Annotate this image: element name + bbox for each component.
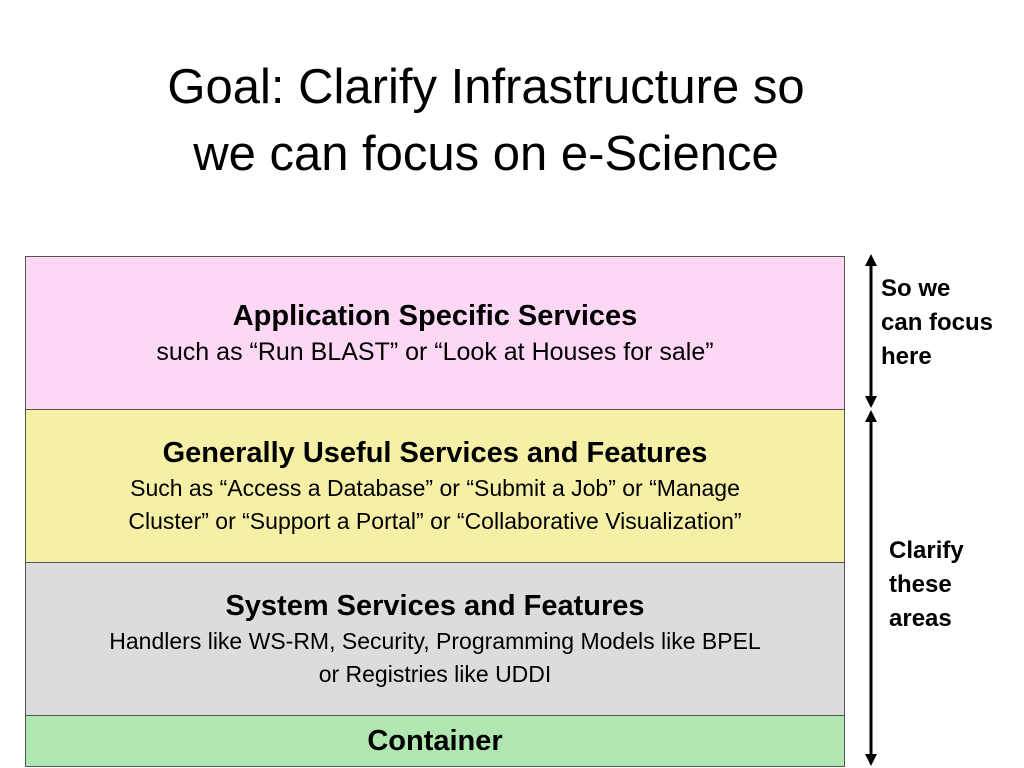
clarify-double-arrow [865, 410, 877, 766]
focus-annotation-line: can focus [881, 309, 994, 336]
layer-generally-useful-services: Generally Useful Services and Features S… [25, 409, 845, 563]
layer-system-services: System Services and Features Handlers li… [25, 562, 845, 716]
focus-annotation: So we can focus here [881, 272, 993, 374]
layer-description-line: Handlers like WS-RM, Security, Programmi… [109, 628, 761, 654]
layer-description-line: Such as “Access a Database” or “Submit a… [130, 475, 740, 501]
slide-title-line-1: Goal: Clarify Infrastructure so [167, 60, 805, 114]
layer-application-specific-services: Application Specific Services such as “R… [25, 256, 845, 410]
layer-title: Generally Useful Services and Features [162, 437, 708, 469]
layer-container: Container [25, 715, 845, 767]
clarify-annotation-line: areas [889, 605, 952, 632]
clarify-annotation-line: these [889, 571, 952, 598]
slide-title: Goal: Clarify Infrastructure so we can f… [0, 54, 972, 188]
clarify-annotation: Clarify these areas [889, 534, 964, 636]
layer-title: Container [367, 725, 503, 757]
layer-description-line: such as “Run BLAST” or “Look at Houses f… [156, 338, 714, 366]
focus-annotation-line: here [881, 343, 932, 370]
clarify-annotation-line: Clarify [889, 537, 964, 564]
layer-title: System Services and Features [225, 590, 645, 622]
focus-double-arrow [865, 254, 877, 408]
layer-description-line: Cluster” or “Support a Portal” or “Colla… [128, 508, 742, 534]
focus-annotation-line: So we [881, 275, 951, 302]
layer-title: Application Specific Services [232, 300, 638, 332]
slide-title-line-2: we can focus on e-Science [193, 127, 779, 181]
bracket-arrows [865, 254, 877, 766]
layer-description-line: or Registries like UDDI [318, 661, 552, 687]
